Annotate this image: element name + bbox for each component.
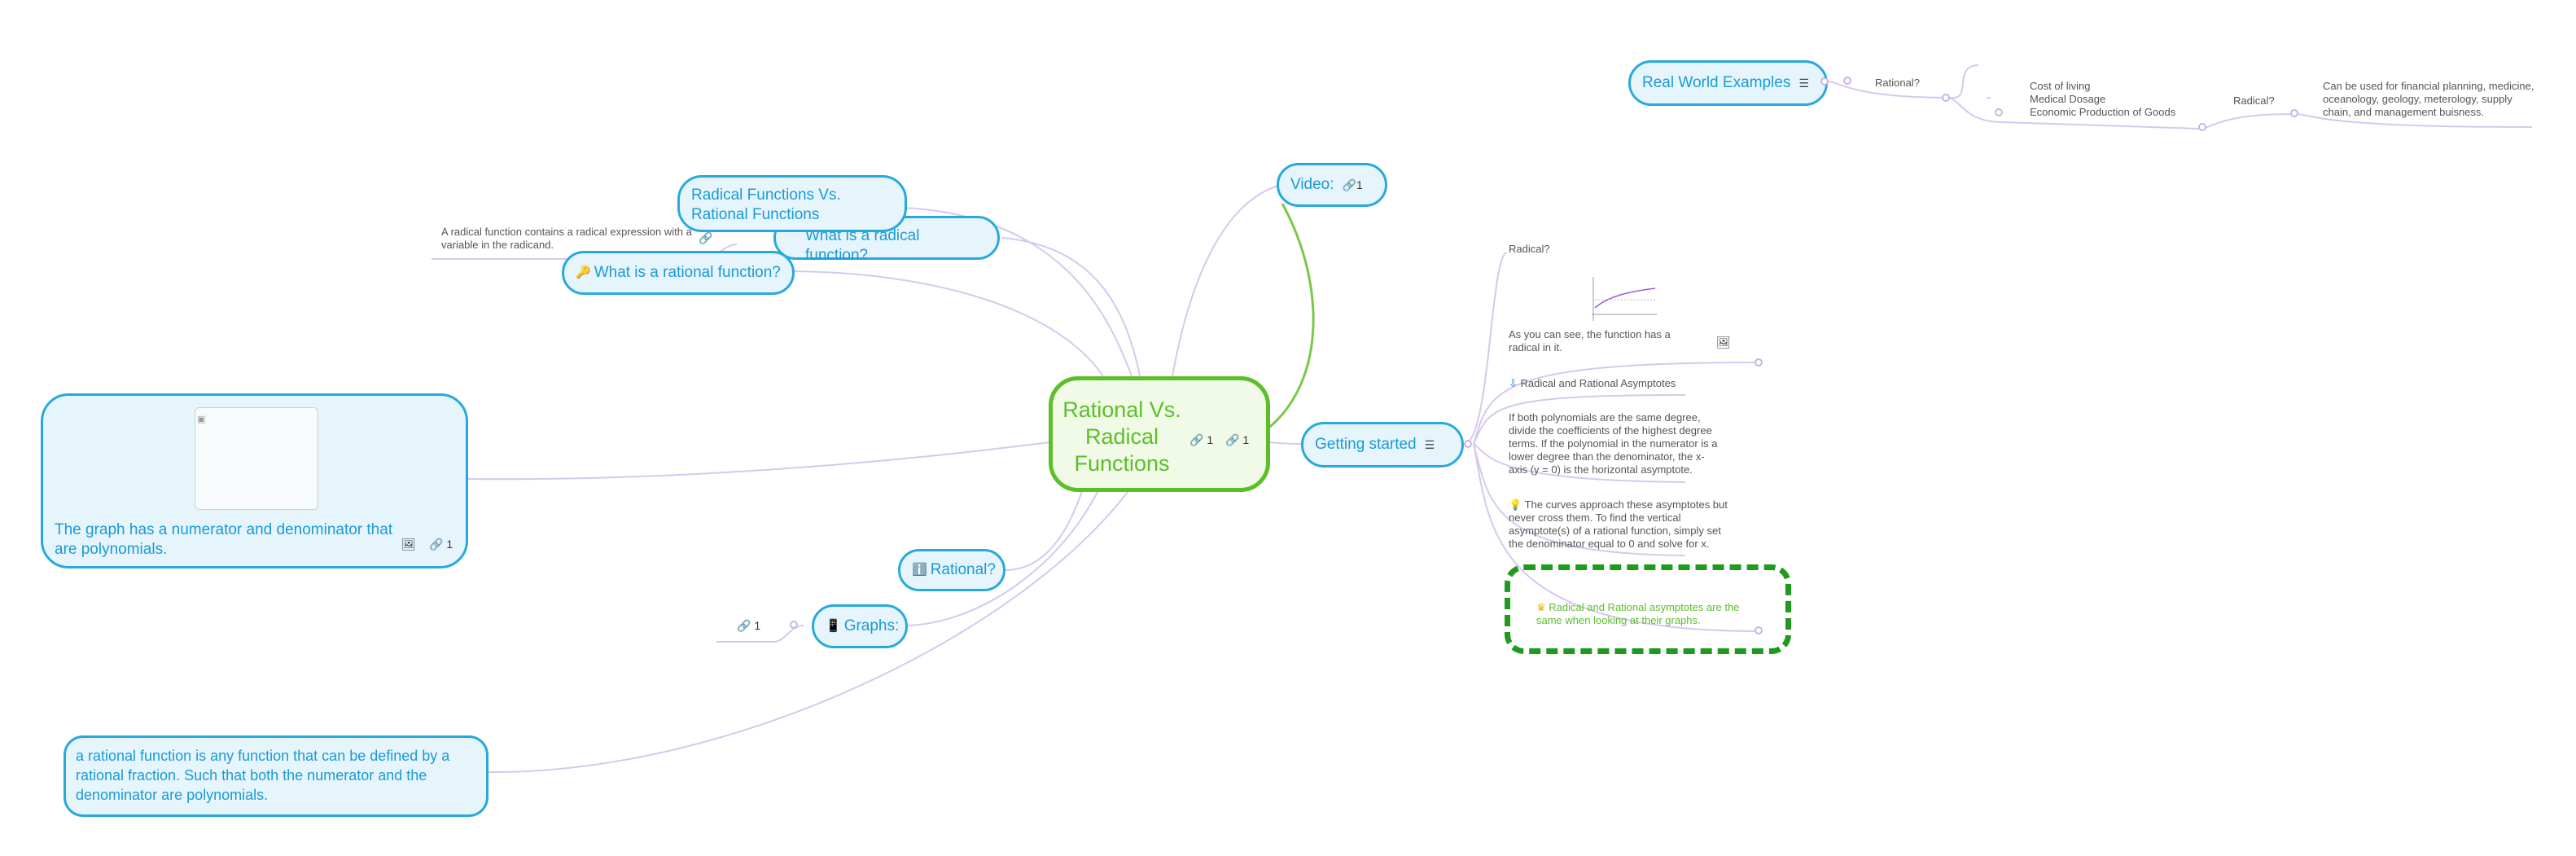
graph-image-placeholder: ▣ [195,407,318,510]
real-world-collapse-handle[interactable] [1820,77,1829,86]
graphs-collapse-handle[interactable] [790,621,798,629]
branch-graphs[interactable]: 📱 Graphs: [812,604,908,648]
graph-card[interactable]: ▣ The graph has a numerator and denomina… [41,393,468,568]
graph-card-label: The graph has a numerator and denominato… [55,521,393,558]
gs-as-you-can-see: As you can see, the function has a radic… [1509,328,1671,353]
radical-function-note: A radical function contains a radical ex… [441,226,692,251]
branch-definition-label: a rational function is any function that… [76,748,450,803]
root-title: Rational Vs. Radical Functions [1062,397,1181,476]
rw-radical-uses-handle[interactable] [2290,109,2298,117]
branch-real-world-label: Real World Examples [1642,74,1791,91]
link-icon: 🔗 [699,231,713,244]
branch-video[interactable]: Video: 🔗 1 [1277,163,1387,207]
branch-what-rational[interactable]: 🔑 What is a rational function? [562,251,795,295]
gs-collapse-handle[interactable] [1755,358,1763,367]
getting-started-collapse-handle[interactable] [1464,440,1472,448]
branch-rational-q[interactable]: ℹ️ Rational? [898,549,1005,591]
key-icon: 🔑 [576,266,591,279]
highlight-collapse-handle[interactable] [1755,626,1763,634]
radical-graph-thumbnail [1592,277,1657,321]
branch-video-label: Video: [1290,176,1334,193]
notes-icon: ☰ [1424,438,1435,451]
branch-real-world[interactable]: Real World Examples ☰ [1628,60,1828,106]
notes-icon: ☰ [1798,77,1809,90]
branch-radical-vs-rational[interactable]: Radical Functions Vs. Rational Functions [677,175,907,232]
branch-radical-vs-rational-label: Radical Functions Vs. Rational Functions [691,187,841,223]
gs-asymptotes-title: ⇩ Radical and Rational Asymptotes [1509,377,1676,389]
link-icon: 🔗 [737,619,751,632]
gs-polynomials-note: If both polynomials are the same degree,… [1509,411,1718,476]
exit-icon: ⇩ [1509,377,1518,389]
image-icon: 🖼 [1716,336,1731,349]
link-icon: 🔗 [1189,433,1204,446]
rw-collapse-handle[interactable] [1843,77,1851,85]
root-attachment-badge[interactable]: 🔗 1 [1225,433,1250,446]
graphs-link-badge[interactable]: 🔗 1 [737,619,761,632]
graph-card-link-badge[interactable]: 🔗 1 [429,538,453,551]
gs-radical-q: Radical? [1509,243,1550,255]
rw-uses-list: Cost of living Medical Dosage Economic P… [2030,80,2176,118]
image-icon: 🖼 [401,538,416,551]
highlight-callout-text: ♛ Radical and Rational asymptotes are th… [1536,601,1740,626]
link-icon: 🔗 [1225,433,1240,446]
branch-what-rational-label: What is a rational function? [594,264,781,281]
radical-note-link-badge[interactable]: 🔗 [699,231,712,245]
rw-uses-handle[interactable] [1995,108,2003,116]
branch-definition[interactable]: a rational function is any function that… [64,735,488,817]
crown-icon: ♛ [1536,601,1546,613]
gs-curves-note: 💡 The curves approach these asymptotes b… [1509,498,1728,550]
broken-image-icon: ▣ [197,415,206,424]
link-icon: 🔗 [429,538,444,551]
info-icon: ℹ️ [912,563,927,577]
rw-radical-q: Radical? [2233,94,2275,107]
rw-rational-handle[interactable] [1942,94,1950,102]
branch-rational-q-label: Rational? [930,561,996,578]
root-link-badge[interactable]: 🔗 1 [1189,433,1214,446]
branch-what-radical-label: What is a radical function? [805,227,920,264]
rw-rational-q: Rational? [1875,77,1920,89]
rw-radical-handle[interactable] [2198,123,2206,131]
phone-icon: 📱 [826,619,841,633]
rw-radical-uses: Can be used for financial planning, medi… [2323,80,2534,118]
branch-graphs-label: Graphs: [843,617,900,634]
highlight-callout[interactable]: ♛ Radical and Rational asymptotes are th… [1505,564,1791,654]
branch-getting-started[interactable]: Getting started ☰ [1301,422,1464,468]
bulb-icon: 💡 [1509,498,1522,511]
branch-getting-started-label: Getting started [1315,436,1417,453]
root-topic[interactable]: Rational Vs. Radical Functions 🔗 1 🔗 1 [1049,376,1270,492]
link-icon: 🔗 [1342,178,1356,191]
